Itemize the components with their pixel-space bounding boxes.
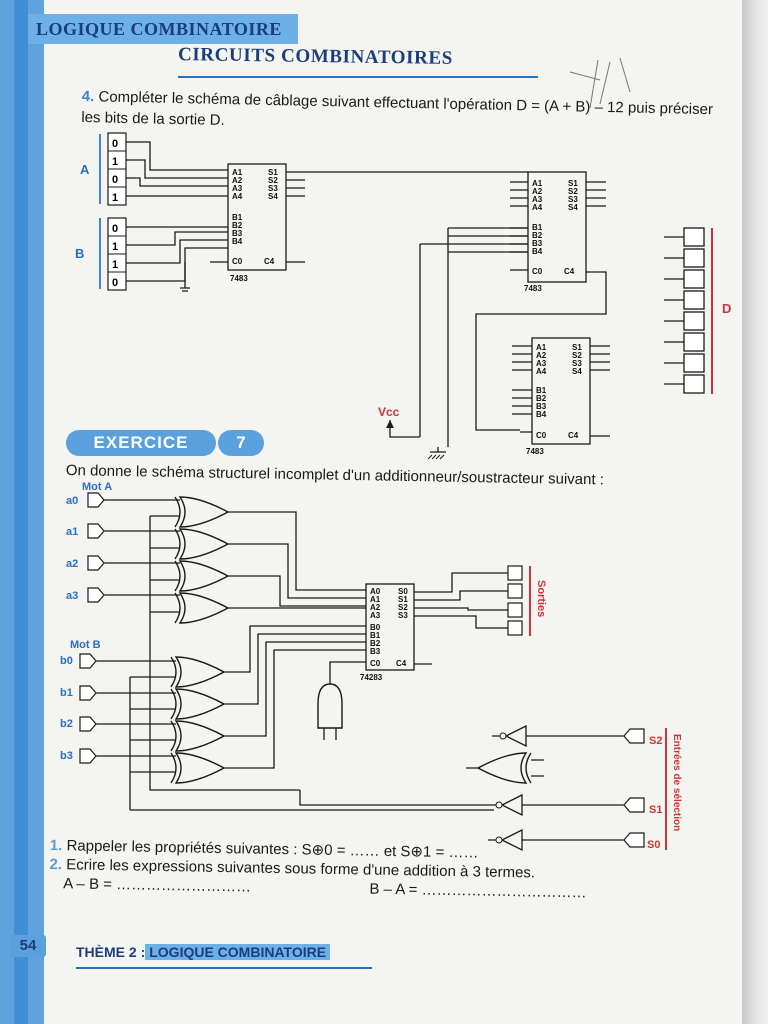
svg-text:S4: S4	[268, 192, 278, 201]
input-a-bits: 0 1 0 1 A	[80, 132, 127, 206]
svg-text:S1: S1	[268, 168, 278, 177]
svg-text:S3: S3	[572, 359, 582, 368]
answer-b-minus-a: B – A = ……………………………	[369, 880, 587, 902]
svg-text:A3: A3	[232, 184, 243, 193]
a-bit-2: 0	[112, 174, 118, 186]
output-d-label: D	[722, 301, 731, 316]
title-underline	[178, 76, 538, 78]
svg-text:A1: A1	[232, 168, 243, 177]
svg-text:B2: B2	[232, 221, 243, 230]
svg-text:S2: S2	[268, 176, 278, 185]
chip-7483-2: A1 A2 A3 A4 B1 B2 B3 B4 C0 S1 S2 S3 S4 C…	[475, 171, 607, 431]
svg-text:B2: B2	[536, 394, 547, 403]
chip3-name: 7483	[526, 447, 544, 456]
svg-text:C0: C0	[536, 431, 547, 440]
footer-underline	[76, 967, 372, 969]
svg-text:C4: C4	[264, 257, 275, 266]
ground-symbol	[427, 447, 446, 460]
svg-text:B3: B3	[536, 402, 547, 411]
svg-text:A1: A1	[532, 179, 543, 188]
exercise-badge: EXERCICE	[66, 430, 216, 456]
b-bit-2: 1	[112, 259, 118, 271]
svg-text:C0: C0	[232, 257, 243, 266]
svg-text:A4: A4	[232, 192, 243, 201]
svg-text:C4: C4	[564, 267, 575, 276]
b-bit-1: 1	[112, 241, 118, 253]
svg-text:B3: B3	[532, 239, 543, 248]
svg-text:A4: A4	[532, 203, 543, 212]
svg-text:C0: C0	[532, 267, 543, 276]
svg-text:C4: C4	[568, 431, 579, 440]
svg-text:A3: A3	[536, 359, 547, 368]
svg-text:A3: A3	[532, 195, 543, 204]
b-bit-0: 0	[112, 223, 118, 235]
pencil-mark-icon	[569, 57, 631, 109]
svg-text:S4: S4	[568, 203, 578, 212]
svg-text:B1: B1	[536, 386, 547, 395]
svg-text:Vcc: Vcc	[378, 405, 400, 419]
footer-theme: THÈME 2 :LOGIQUE COMBINATOIRE	[76, 944, 331, 960]
svg-text:S4: S4	[572, 367, 582, 376]
svg-text:A1: A1	[536, 343, 547, 352]
vcc-symbol: Vcc	[378, 405, 420, 438]
input-a-label: A	[80, 162, 90, 177]
svg-text:A4: A4	[536, 367, 547, 376]
svg-text:A2: A2	[536, 351, 547, 360]
questions: 1. Rappeler les propriétés suivantes : S…	[49, 836, 700, 904]
svg-text:B4: B4	[536, 410, 547, 419]
svg-text:B1: B1	[232, 213, 243, 222]
chip2-name: 7483	[524, 284, 542, 293]
svg-text:B2: B2	[532, 231, 543, 240]
b-bit-3: 0	[112, 277, 118, 289]
svg-text:S1: S1	[568, 179, 578, 188]
input-b-bits: 0 1 1 0 B	[75, 217, 127, 291]
svg-text:S1: S1	[572, 343, 582, 352]
input-b-label: B	[75, 246, 84, 261]
svg-text:B1: B1	[532, 223, 543, 232]
chip1-input-wires	[126, 141, 228, 292]
chip-7483-1: A1 A2 A3 A4 B1 B2 B3 B4 C0 S1 S2 S3 S4 C…	[227, 163, 305, 283]
svg-text:B3: B3	[232, 229, 243, 238]
a-bit-3: 1	[112, 192, 118, 204]
exercise-4-diagram: 0 1 0 1 A 0 1 1 0 B A1 A2 A3 A4 B1	[75, 132, 731, 460]
a-bit-0: 0	[112, 138, 118, 150]
svg-text:A2: A2	[532, 187, 543, 196]
output-d-bits: D	[664, 227, 731, 394]
page-edge	[742, 0, 768, 1024]
answer-a-minus-b: A – B = ………………………	[63, 875, 252, 896]
side-band-inner	[14, 0, 28, 1024]
svg-text:S2: S2	[572, 351, 582, 360]
chip2-b-wires	[419, 227, 528, 447]
svg-text:S3: S3	[568, 195, 578, 204]
svg-text:B4: B4	[532, 247, 543, 256]
section-header: LOGIQUE COMBINATOIRE	[28, 14, 298, 44]
svg-text:A2: A2	[232, 176, 243, 185]
chip-7483-3: A1 A2 A3 A4 B1 B2 B3 B4 C0 S1 S2 S3 S4 C…	[512, 337, 610, 456]
svg-text:B4: B4	[232, 237, 243, 246]
page-number: 54	[10, 935, 46, 957]
a-bit-1: 1	[112, 156, 118, 168]
svg-text:S2: S2	[568, 187, 578, 196]
svg-text:S3: S3	[268, 184, 278, 193]
chip1-name: 7483	[230, 274, 248, 283]
exercise-number: 7	[218, 430, 264, 456]
